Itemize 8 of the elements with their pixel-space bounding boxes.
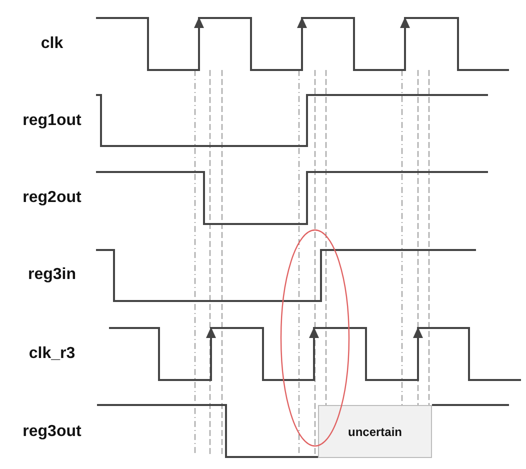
signal-label: clk — [40, 35, 64, 53]
signal-label: clk_r3 — [28, 345, 76, 363]
signal-label: reg1out — [22, 112, 82, 130]
signal-label: reg2out — [22, 189, 82, 207]
uncertain-region — [318, 405, 432, 458]
region-label: uncertain — [348, 424, 402, 438]
signal-label: reg3in — [26, 266, 77, 284]
signal-label: reg3out — [22, 423, 82, 441]
